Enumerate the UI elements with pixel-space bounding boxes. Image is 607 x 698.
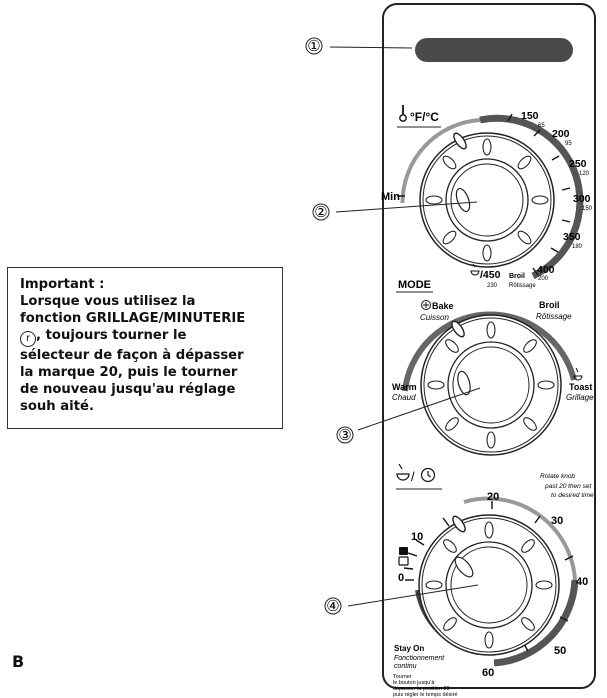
- mode-broil-fr-label: Rôtissage: [536, 312, 572, 321]
- note-line-3-text: , toujours tourner le: [36, 328, 187, 343]
- bake-icon: [421, 300, 431, 310]
- mode-header: MODE: [398, 279, 431, 291]
- note-line-6: de nouveau jusqu'au réglage: [20, 382, 236, 397]
- timer-stay-on-label: Stay On: [394, 644, 424, 653]
- temp-mark-65c: 65: [538, 123, 545, 129]
- timer-footer-line1: Tourner: [393, 674, 412, 680]
- temperature-knob[interactable]: [450, 163, 524, 237]
- mode-knob-indicator: [451, 320, 465, 338]
- mode-knob-section: MODE Bake Cuisson Broil Rôtissage Warm C…: [392, 279, 594, 456]
- timer-mark-50: 50: [554, 645, 566, 657]
- temp-mark-200c: 200: [538, 276, 549, 282]
- temperature-header: °F/°C: [410, 110, 439, 124]
- callout-label-1: ①: [307, 38, 320, 55]
- note-line-5: la marque 20, puis le tourner: [20, 365, 238, 380]
- callout-marker-4-icon: [324, 597, 342, 615]
- mode-toast-fr-label: Grillage: [566, 393, 594, 402]
- temperature-knob-indicator: [453, 132, 467, 150]
- timer-knob-section: / Rotate knob past 20 then set to desire…: [393, 463, 594, 698]
- note-line-7: souh aité.: [20, 399, 94, 414]
- indicator-light: [415, 38, 573, 62]
- timer-mark-0: 0: [398, 572, 404, 584]
- important-note: Important : Lorsque vous utilisez la fon…: [7, 267, 283, 429]
- temp-mark-120c: 120: [579, 171, 590, 177]
- callout-label-3: ③: [338, 427, 351, 444]
- toast-light-icon: [398, 556, 409, 566]
- mode-warm-label: Warm: [392, 382, 417, 392]
- timer-mark-40: 40: [576, 576, 588, 588]
- mode-bake-label: Bake: [432, 301, 454, 311]
- callout-leader-4: [347, 584, 479, 607]
- note-line-3: r, toujours tourner le: [20, 327, 270, 347]
- timer-note-line1: Rotate knob: [540, 473, 575, 480]
- temp-mark-150c: 150: [582, 206, 593, 212]
- callout-marker-2-icon: [312, 203, 330, 221]
- temp-mark-300: 300: [573, 193, 591, 205]
- timer-mark-10: 10: [411, 531, 423, 543]
- mode-knob[interactable]: [452, 346, 530, 424]
- figure-letter: B: [12, 652, 25, 671]
- clock-icon: r: [20, 331, 36, 347]
- timer-footer-line4: puis régler le temps désiré: [393, 692, 458, 698]
- note-line-2: fonction GRILLAGE/MINUTERIE: [20, 310, 270, 327]
- timer-footer-line3: dépasser la position 20: [393, 686, 450, 692]
- timer-note-line2: past 20 then set: [544, 483, 592, 490]
- callout-marker-3-icon: [336, 426, 354, 444]
- temp-mark-450: /450: [480, 269, 501, 281]
- temp-mark-180c: 180: [572, 244, 583, 250]
- timer-mark-30: 30: [551, 515, 563, 527]
- timer-mark-20: 20: [487, 491, 499, 503]
- timer-stay-on-fr1: Fonctionnement: [394, 655, 445, 662]
- timer-header-slash: /: [411, 469, 415, 484]
- timer-scale-arc: [463, 496, 577, 581]
- mode-toast-label: Toast: [569, 382, 592, 392]
- note-line-1: Lorsque vous utilisez la: [20, 294, 196, 309]
- clock-icon: [420, 467, 436, 483]
- mode-knob-pointer: [457, 370, 471, 396]
- mode-warm-fr-label: Chaud: [392, 393, 416, 402]
- timer-footer-line2: le bouton jusqu'à: [393, 680, 435, 686]
- temp-mark-250: 250: [569, 158, 587, 170]
- temp-mark-230c: 230: [487, 283, 498, 289]
- timer-knob-pointer: [454, 556, 474, 578]
- callout-marker-1-icon: [305, 37, 323, 55]
- temp-broil-label: Broil: [509, 273, 525, 280]
- temp-mark-150: 150: [521, 110, 539, 122]
- temp-mark-95c: 95: [565, 141, 572, 147]
- temp-mark-200: 200: [552, 128, 570, 140]
- timer-note-line3: to desired time: [551, 492, 594, 499]
- temp-mark-350: 350: [563, 231, 581, 243]
- callout-label-2: ②: [314, 204, 327, 221]
- temperature-knob-section: °F/°C Min 150 65: [381, 105, 593, 289]
- note-line-4: sélecteur de façon à dépasser: [20, 348, 244, 363]
- temp-broil-fr-label: Rôtissage: [509, 283, 536, 289]
- callout-label-4: ④: [326, 598, 339, 615]
- temperature-knob-pointer: [455, 187, 471, 213]
- temp-min-label: Min: [381, 191, 400, 203]
- timer-mark-60: 60: [482, 667, 494, 679]
- timer-knob-indicator: [452, 515, 466, 533]
- mode-bake-fr-label: Cuisson: [420, 313, 449, 322]
- callout-leader-2: [335, 201, 478, 213]
- toast-icon: [573, 367, 583, 381]
- note-grillage-term: GRILLAGE/MINUTERIE: [85, 311, 246, 326]
- broil-element-icon: [470, 263, 480, 276]
- broil-header-icon: [396, 463, 410, 481]
- thermometer-icon: [399, 105, 407, 122]
- note-line-2-prefix: fonction: [20, 311, 86, 326]
- toast-dark-icon: [399, 547, 408, 555]
- mode-broil-label: Broil: [539, 300, 560, 310]
- callout-leader-1: [329, 46, 413, 49]
- temp-mark-400: 400: [537, 264, 555, 276]
- timer-stay-on-fr2: continu: [394, 663, 417, 670]
- callout-leader-3: [357, 387, 481, 431]
- note-heading: Important :: [20, 277, 105, 292]
- temperature-scale-arc: [400, 118, 481, 204]
